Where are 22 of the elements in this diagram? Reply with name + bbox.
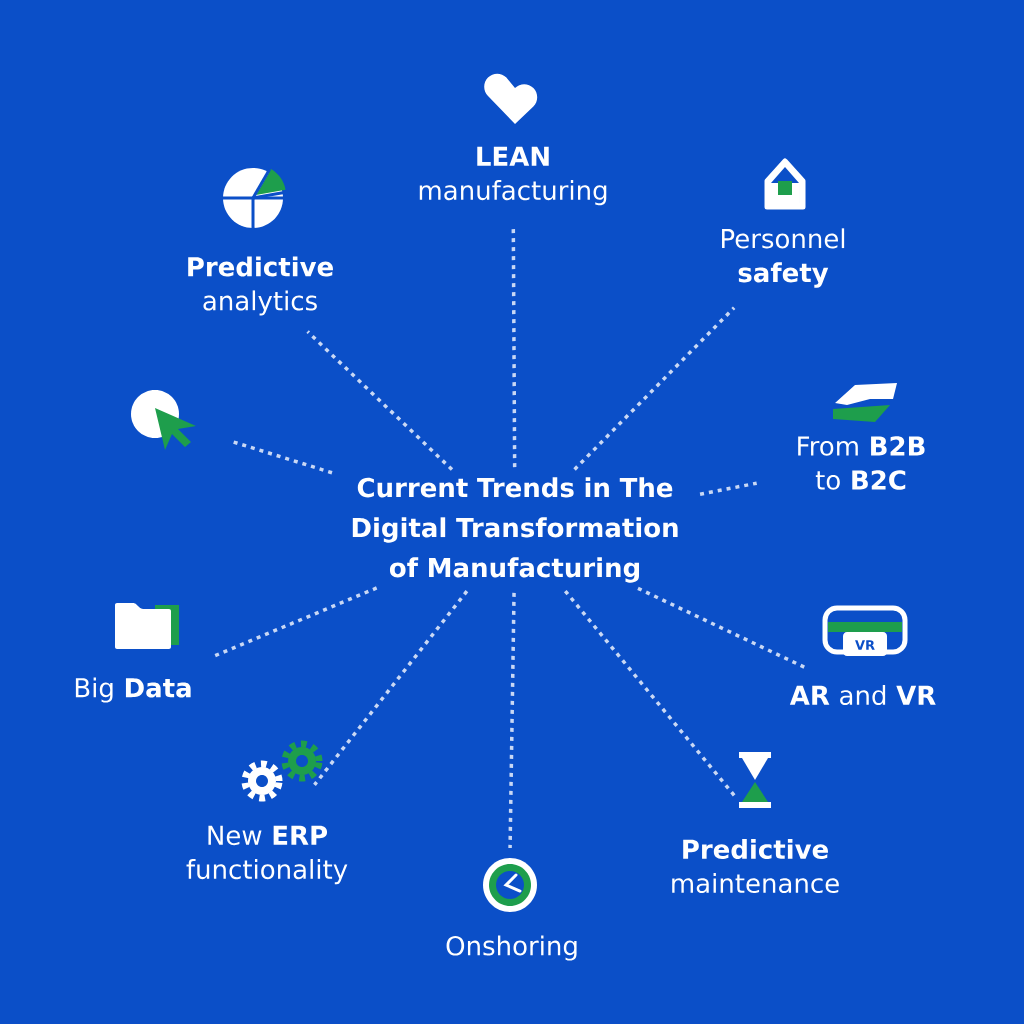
title-text: Current Trends in The Digital Transformation of Manufacturing — [352, 477, 678, 583]
dotted-line — [313, 590, 469, 786]
trend-label: Predictive maintenance — [672, 838, 839, 894]
trend-label: From B2B to B2C — [798, 436, 925, 490]
trend-label: Onshoring — [446, 935, 577, 961]
trend-label: New ERP functionality — [186, 825, 348, 885]
cursor-icon — [131, 390, 196, 450]
dotted-line — [306, 330, 454, 471]
trend-label: AR and VR — [789, 684, 936, 706]
dotted-line — [699, 481, 757, 496]
dotted-line — [231, 439, 333, 475]
trend-label: LEAN manufacturing — [419, 146, 607, 206]
dotted-line — [213, 586, 378, 658]
trend-label: Big Data — [75, 677, 191, 703]
trend-label: Predictive analytics — [188, 256, 333, 316]
dotted-line — [563, 589, 737, 799]
dotted-line — [573, 306, 736, 471]
trend-label: Personnel safety — [722, 228, 845, 288]
dotted-line — [508, 592, 516, 849]
dotted-line — [511, 227, 517, 468]
dotted-line — [637, 586, 807, 670]
vr-text: VR — [855, 640, 875, 650]
